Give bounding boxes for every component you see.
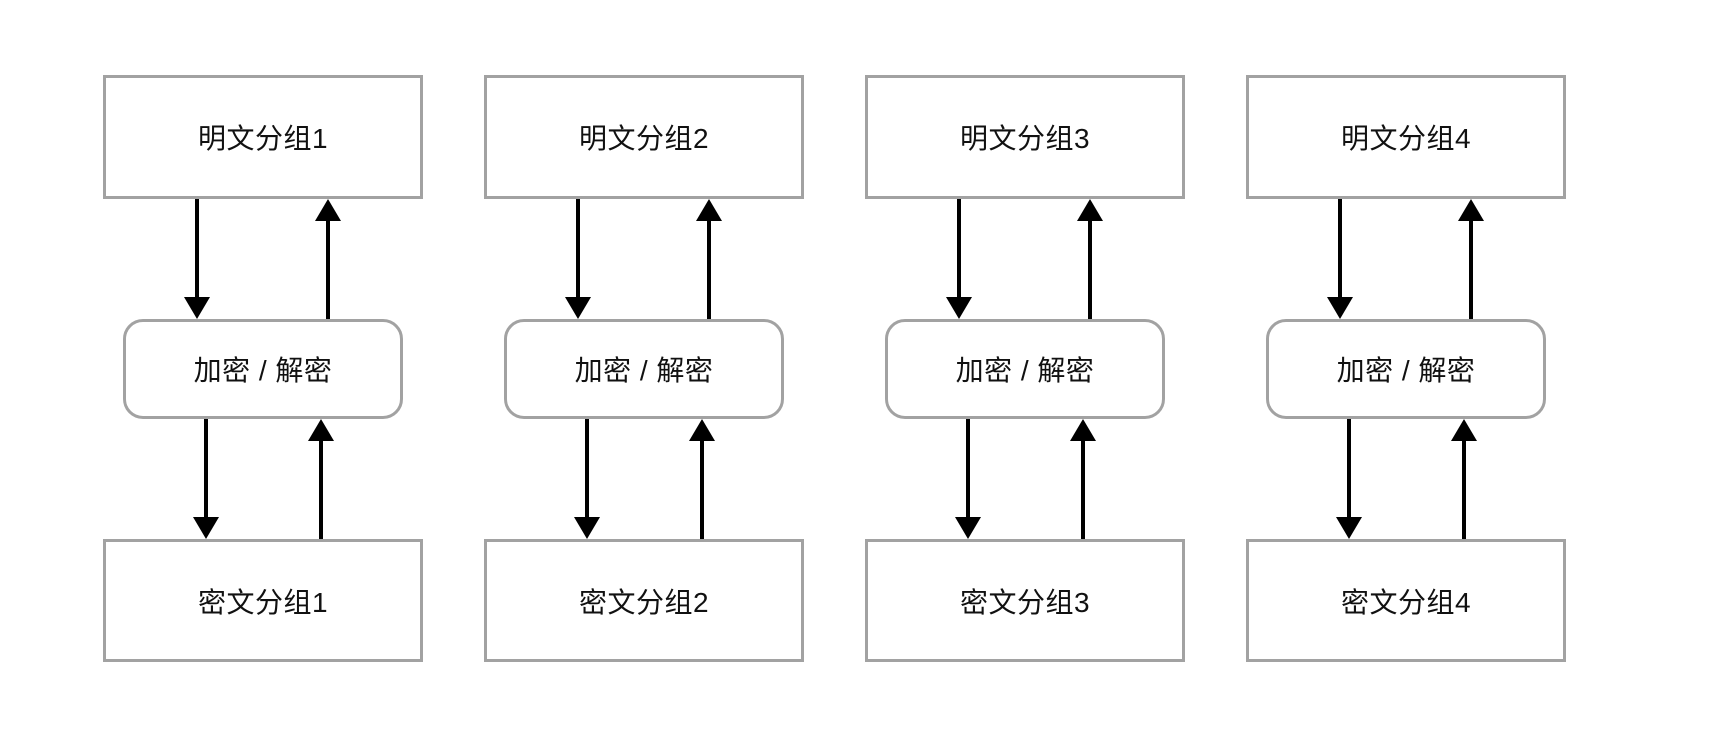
arrow-up-icon bbox=[696, 199, 722, 319]
plaintext-process-arrows bbox=[484, 199, 804, 319]
encrypt-decrypt-block: 加密 / 解密 bbox=[885, 319, 1165, 419]
encrypt-decrypt-label: 加密 / 解密 bbox=[574, 355, 714, 386]
arrow-up-icon bbox=[1451, 419, 1477, 539]
process-ciphertext-arrows bbox=[103, 419, 423, 539]
arrow-up-icon bbox=[1077, 199, 1103, 319]
arrow-down-icon bbox=[574, 419, 600, 539]
encrypt-decrypt-label: 加密 / 解密 bbox=[1336, 355, 1476, 386]
plaintext-block: 明文分组3 bbox=[865, 75, 1185, 199]
encrypt-decrypt-label: 加密 / 解密 bbox=[955, 355, 1095, 386]
arrow-up-icon bbox=[689, 419, 715, 539]
cipher-column-4: 明文分组4 加密 / 解密 密文分组4 bbox=[1246, 75, 1566, 662]
ciphertext-block-label: 密文分组4 bbox=[1340, 586, 1472, 618]
encrypt-decrypt-block: 加密 / 解密 bbox=[504, 319, 784, 419]
ciphertext-block-label: 密文分组2 bbox=[578, 586, 710, 618]
plaintext-process-arrows bbox=[1246, 199, 1566, 319]
plaintext-block-label: 明文分组2 bbox=[578, 123, 710, 154]
ciphertext-block: 密文分组1 bbox=[103, 539, 423, 662]
plaintext-block-label: 明文分组4 bbox=[1340, 123, 1472, 154]
arrow-down-icon bbox=[193, 419, 219, 539]
ciphertext-block-label: 密文分组3 bbox=[959, 586, 1091, 618]
arrow-down-icon bbox=[184, 199, 210, 319]
encrypt-decrypt-block: 加密 / 解密 bbox=[1266, 319, 1546, 419]
arrow-up-icon bbox=[315, 199, 341, 319]
encrypt-decrypt-block: 加密 / 解密 bbox=[123, 319, 403, 419]
ciphertext-block: 密文分组2 bbox=[484, 539, 804, 662]
arrow-down-icon bbox=[946, 199, 972, 319]
plaintext-process-arrows bbox=[865, 199, 1185, 319]
process-ciphertext-arrows bbox=[1246, 419, 1566, 539]
arrow-up-icon bbox=[1070, 419, 1096, 539]
plaintext-block: 明文分组2 bbox=[484, 75, 804, 199]
cipher-column-1: 明文分组1 加密 / 解密 密文分组1 bbox=[103, 75, 423, 662]
plaintext-block: 明文分组1 bbox=[103, 75, 423, 199]
plaintext-block-label: 明文分组1 bbox=[197, 123, 329, 154]
cipher-columns: 明文分组1 加密 / 解密 密文分组1 明文分组2 bbox=[103, 75, 1566, 662]
plaintext-process-arrows bbox=[103, 199, 423, 319]
arrow-down-icon bbox=[565, 199, 591, 319]
arrow-down-icon bbox=[1336, 419, 1362, 539]
arrow-down-icon bbox=[955, 419, 981, 539]
arrow-down-icon bbox=[1327, 199, 1353, 319]
plaintext-block-label: 明文分组3 bbox=[959, 123, 1091, 154]
ciphertext-block: 密文分组4 bbox=[1246, 539, 1566, 662]
cipher-column-2: 明文分组2 加密 / 解密 密文分组2 bbox=[484, 75, 804, 662]
arrow-up-icon bbox=[1458, 199, 1484, 319]
process-ciphertext-arrows bbox=[484, 419, 804, 539]
arrow-up-icon bbox=[308, 419, 334, 539]
plaintext-block: 明文分组4 bbox=[1246, 75, 1566, 199]
encrypt-decrypt-label: 加密 / 解密 bbox=[193, 355, 333, 386]
ciphertext-block: 密文分组3 bbox=[865, 539, 1185, 662]
process-ciphertext-arrows bbox=[865, 419, 1185, 539]
cipher-column-3: 明文分组3 加密 / 解密 密文分组3 bbox=[865, 75, 1185, 662]
ciphertext-block-label: 密文分组1 bbox=[197, 586, 329, 618]
